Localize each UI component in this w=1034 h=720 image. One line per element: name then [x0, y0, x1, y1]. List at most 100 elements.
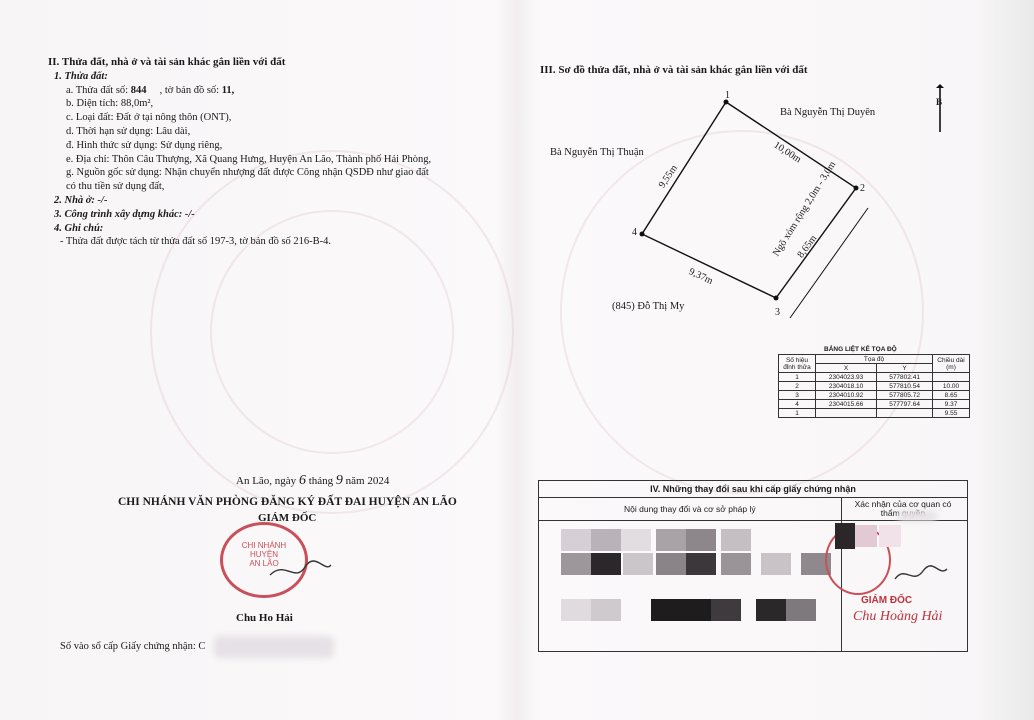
issue-number-label: Số vào sổ cấp Giấy chứng nhận: C [60, 641, 206, 652]
detail-value: 844 [130, 84, 147, 96]
date-day: 6 [298, 473, 306, 488]
coord-cell: 577797.64 [876, 399, 933, 409]
point-2-label: 2 [860, 183, 865, 194]
watermark-emblem-left-inner [210, 210, 454, 454]
coord-cell: 8.65 [932, 390, 970, 400]
coord-cell: 3 [778, 390, 816, 400]
detail-prefix: e. Địa chỉ: [66, 153, 112, 165]
point-4-label: 4 [632, 227, 637, 238]
date-month: 9 [335, 473, 343, 488]
coord-cell: 577805.72 [876, 390, 933, 400]
land-detail-line: c. Loại đất: Đất ở tại nông thôn (ONT), [66, 111, 431, 125]
th-y: Y [876, 363, 933, 373]
parcel-diagram [639, 99, 869, 319]
signer-name: Chu Ho Hải [236, 612, 293, 624]
neighbor-top-right: Bà Nguyễn Thị Duyên [780, 107, 876, 118]
issue-number-redacted [214, 636, 334, 658]
detail-prefix: d. Thời hạn sử dụng: [66, 125, 156, 137]
coord-cell: 9.37 [932, 399, 970, 409]
office-name: CHI NHÁNH VĂN PHÒNG ĐĂNG KÝ ĐẤT ĐAI HUYỆ… [118, 496, 457, 508]
stamp-line-1: CHI NHÁNH [241, 541, 287, 550]
coord-table-title: BẢNG LIỆT KÊ TỌA ĐỘ [824, 346, 897, 353]
coord-cell: 2304018.10 [814, 381, 878, 391]
coordinate-table: Số hiệu đỉnh thửa Tọa độ Chiều dài (m) X… [778, 354, 970, 418]
section-ii-title: II. Thửa đất, nhà ở và tài sản khác gắn … [48, 56, 286, 68]
detail-prefix: a. Thửa đất số: [66, 84, 131, 96]
detail-value: Nhận chuyển nhượng đất được Công nhận QS… [164, 167, 429, 179]
detail-value: có thu tiền sử dụng đất, [66, 181, 165, 193]
coord-cell: 4 [778, 399, 816, 409]
coord-cell: 10.00 [932, 381, 970, 391]
neighbor-left: Bà Nguyễn Thị Thuận [550, 147, 644, 158]
changes-header-row: IV. Những thay đổi sau khi cấp giấy chứn… [539, 481, 967, 498]
land-detail-lines: a. Thửa đất số: 844 , tờ bản đồ số: 11,b… [54, 84, 431, 194]
changes-col1-label: Nội dung thay đổi và cơ sở pháp lý [624, 504, 756, 514]
th-length: Chiều dài (m) [932, 354, 970, 373]
vertex-2 [853, 185, 859, 191]
point-1-label: 1 [725, 90, 730, 101]
coord-cell [932, 372, 970, 382]
house-line: 2. Nhà ở: -/- [54, 194, 108, 206]
vertex-4 [639, 231, 645, 237]
coord-cell: 2304010.92 [814, 390, 878, 400]
coord-cell: 9.55 [932, 408, 970, 418]
detail-prefix: g. Nguồn gốc sử dụng: [66, 167, 165, 179]
th-x: X [814, 363, 878, 373]
land-detail-line: có thu tiền sử dụng đất, [66, 180, 431, 194]
detail-value2: 11, [221, 84, 235, 96]
construction-line: 3. Công trình xây dựng khác: -/- [54, 208, 195, 220]
coord-cell: 2304015.66 [814, 399, 878, 409]
sub1-title: 1. Thửa đất: [54, 70, 108, 82]
detail-value: Lâu dài, [155, 125, 191, 137]
date-year: năm 2024 [342, 475, 390, 487]
detail-prefix: b. Diện tích: [66, 98, 121, 110]
col2-redacted-text [897, 511, 937, 521]
coord-cell: 2304023.93 [814, 372, 878, 382]
north-arrow [936, 84, 944, 132]
road-line [789, 207, 869, 319]
detail-prefix: c. Loại đất: [66, 112, 117, 124]
redaction-blocks [561, 529, 837, 641]
date-line: An Lão, ngày 6 tháng 9 năm 2024 [236, 474, 389, 489]
note-text: - Thửa đất được tách từ thửa đất số 197-… [60, 236, 332, 248]
detail-value: Đất ở tại nông thôn (ONT), [116, 112, 232, 124]
land-detail-line: đ. Hình thức sử dụng: Sử dụng riêng, [66, 139, 431, 153]
detail-value: Thôn Câu Thượng, Xã Quang Hưng, Huyện An… [111, 153, 432, 165]
land-detail-line: d. Thời hạn sử dụng: Lâu dài, [66, 125, 431, 139]
land-detail-line: e. Địa chỉ: Thôn Câu Thượng, Xã Quang Hư… [66, 153, 431, 167]
changes-redaction-right [835, 523, 905, 551]
parcel-boundary [640, 101, 857, 299]
date-place: An Lão, ngày [236, 475, 299, 487]
coord-cell [814, 408, 878, 418]
vertex-1 [723, 99, 729, 105]
section-iii-title: III. Sơ đồ thửa đất, nhà ở và tài sản kh… [540, 64, 808, 76]
point-3-label: 3 [775, 307, 780, 318]
th-coord: Tọa độ [815, 354, 933, 364]
coord-cell [876, 408, 933, 418]
watermark-emblem-left [150, 150, 514, 514]
neighbor-bottom: (845) Đỗ Thị My [612, 301, 685, 312]
coord-cell: 1 [778, 372, 816, 382]
office-role: GIÁM ĐỐC [258, 512, 317, 524]
vertex-3 [773, 295, 779, 301]
land-info-block: II. Thửa đất, nhà ở và tài sản khác gắn … [48, 56, 431, 249]
changes-role: GIÁM ĐỐC [861, 595, 913, 606]
changes-box: IV. Những thay đổi sau khi cấp giấy chứn… [538, 480, 968, 652]
page-edge-shadow [974, 0, 1034, 720]
detail-prefix: đ. Hình thức sử dụng: [66, 139, 161, 151]
signature-left [269, 560, 332, 576]
north-label: B [936, 97, 943, 107]
watermark-emblem-right [560, 130, 924, 494]
changes-signer: Chu Hoàng Hải [853, 609, 943, 624]
coord-cell: 2 [778, 381, 816, 391]
coord-cell: 577802.41 [876, 372, 933, 382]
coord-cell: 1 [778, 408, 816, 418]
notes-title: 4. Ghi chú: [54, 222, 104, 234]
detail-value: Sử dụng riêng, [160, 139, 223, 151]
